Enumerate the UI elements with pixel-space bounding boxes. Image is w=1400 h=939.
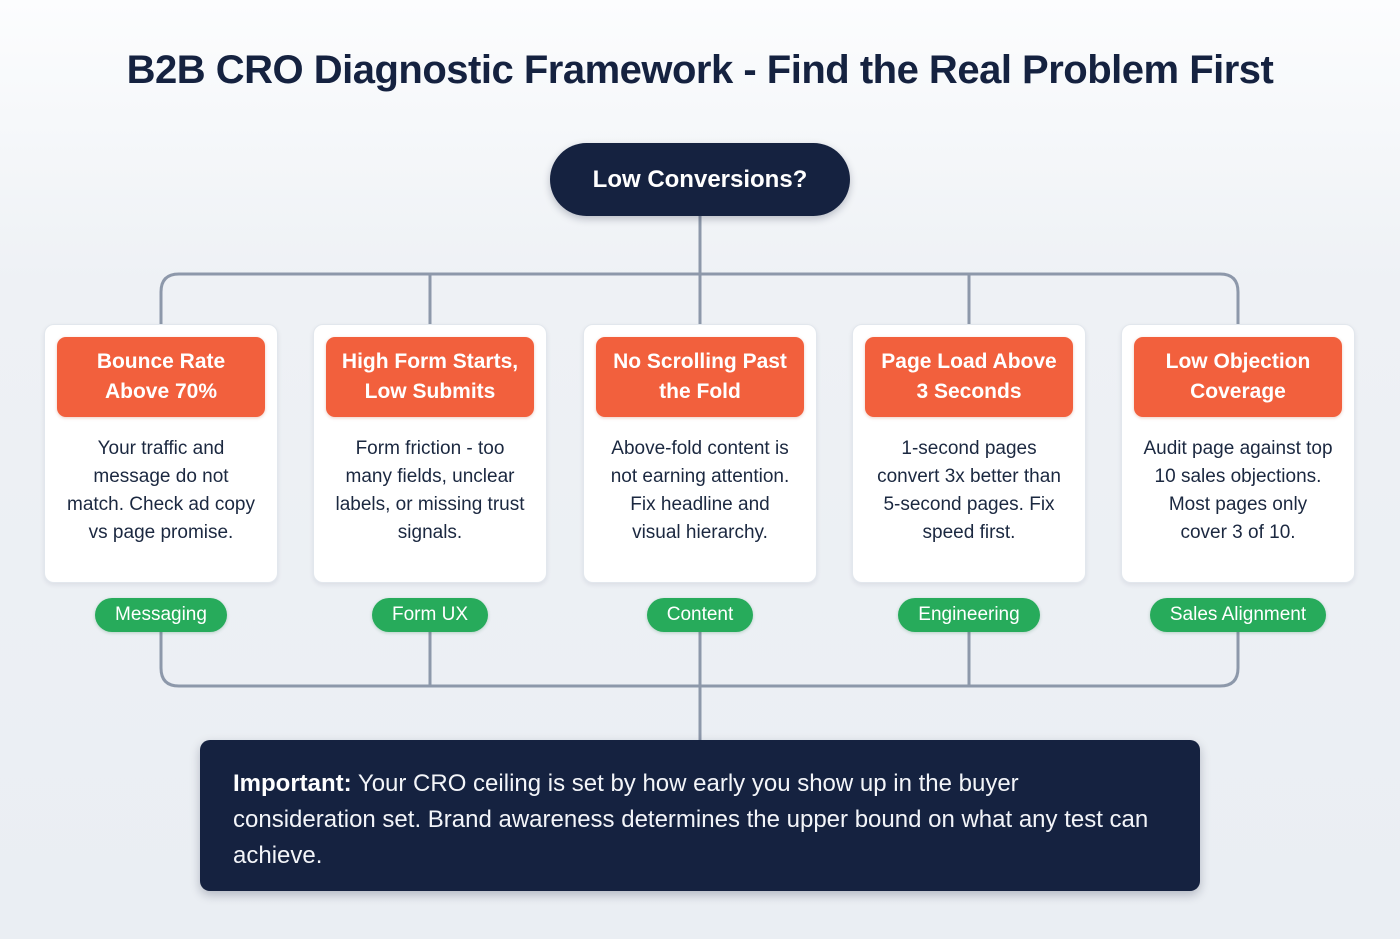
diagnostic-card: Bounce Rate Above 70% Your traffic and m… — [44, 324, 278, 583]
card-header: High Form Starts, Low Submits — [326, 337, 534, 417]
card-header: Page Load Above 3 Seconds — [865, 337, 1073, 417]
diagnostic-column-no-scrolling: No Scrolling Past the Fold Above-fold co… — [583, 324, 817, 632]
card-header: No Scrolling Past the Fold — [596, 337, 804, 417]
category-tag: Form UX — [372, 598, 488, 632]
page-title: B2B CRO Diagnostic Framework - Find the … — [126, 48, 1274, 92]
card-body: Audit page against top 10 sales objectio… — [1143, 438, 1333, 543]
important-note-box: Important: Your CRO ceiling is set by ho… — [200, 740, 1200, 891]
category-tag: Messaging — [95, 598, 227, 632]
card-body: Above-fold content is not earning attent… — [610, 438, 790, 543]
note-label: Important: — [233, 770, 352, 797]
category-tag: Content — [646, 598, 754, 632]
category-tag: Sales Alignment — [1149, 598, 1327, 632]
card-body: Your traffic and message do not match. C… — [67, 438, 255, 543]
category-tag: Engineering — [898, 598, 1040, 632]
card-header: Bounce Rate Above 70% — [57, 337, 265, 417]
root-node-label: Low Conversions? — [592, 165, 808, 193]
diagnostic-card: High Form Starts, Low Submits Form frict… — [313, 324, 547, 583]
card-header: Low Objection Coverage — [1134, 337, 1342, 417]
diagnostic-card: Page Load Above 3 Seconds 1-second pages… — [852, 324, 1086, 583]
card-body: 1-second pages convert 3x better than 5-… — [877, 438, 1061, 543]
note-text: Important: Your CRO ceiling is set by ho… — [233, 770, 1148, 869]
diagnostic-column-page-load: Page Load Above 3 Seconds 1-second pages… — [852, 324, 1086, 632]
diagnostic-card: Low Objection Coverage Audit page agains… — [1121, 324, 1355, 583]
diagnostic-column-form-starts: High Form Starts, Low Submits Form frict… — [313, 324, 547, 632]
root-node-low-conversions: Low Conversions? — [550, 143, 850, 216]
card-body: Form friction - too many fields, unclear… — [335, 438, 525, 543]
diagnostic-card: No Scrolling Past the Fold Above-fold co… — [583, 324, 817, 583]
note-body: Your CRO ceiling is set by how early you… — [233, 770, 1149, 869]
diagnostic-column-objection-coverage: Low Objection Coverage Audit page agains… — [1121, 324, 1355, 632]
diagnostic-column-bounce-rate: Bounce Rate Above 70% Your traffic and m… — [44, 324, 278, 632]
